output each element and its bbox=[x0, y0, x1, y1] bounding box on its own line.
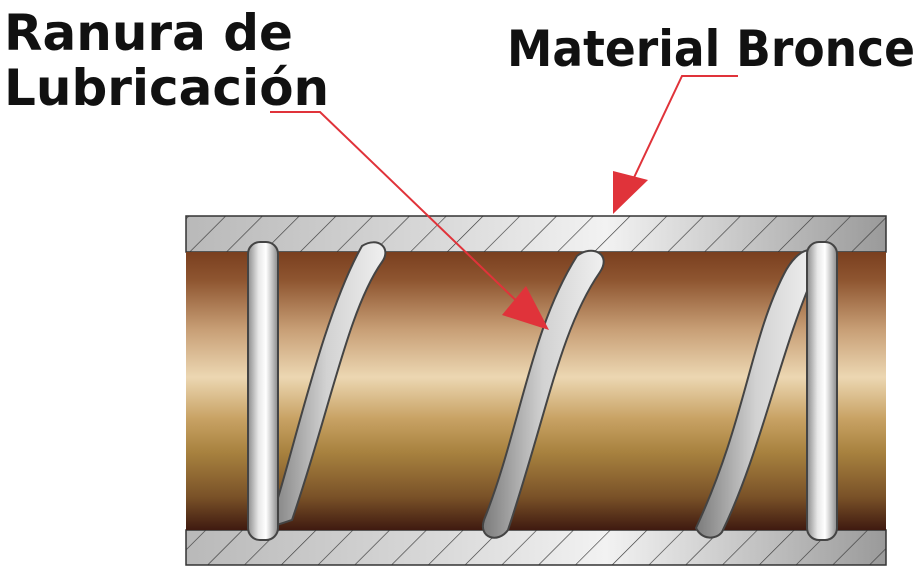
groove-2 bbox=[481, 249, 605, 539]
arrowhead-icon bbox=[613, 171, 648, 214]
groove-3 bbox=[694, 248, 818, 539]
groove-1 bbox=[266, 241, 387, 530]
material-label: Material Bronce bbox=[507, 20, 915, 78]
groove-label-line1: Ranura de bbox=[4, 4, 293, 62]
groove-label-line2: Lubricación bbox=[4, 59, 329, 117]
top-steel-band bbox=[185, 215, 887, 253]
right-pin bbox=[806, 241, 838, 541]
arrowhead-icon bbox=[502, 286, 549, 330]
material-pointer-arrow bbox=[613, 75, 738, 214]
lubrication-grooves bbox=[266, 241, 818, 539]
groove-pointer-arrow bbox=[270, 111, 549, 330]
bottom-steel-band bbox=[185, 529, 887, 566]
left-pin bbox=[247, 241, 279, 541]
